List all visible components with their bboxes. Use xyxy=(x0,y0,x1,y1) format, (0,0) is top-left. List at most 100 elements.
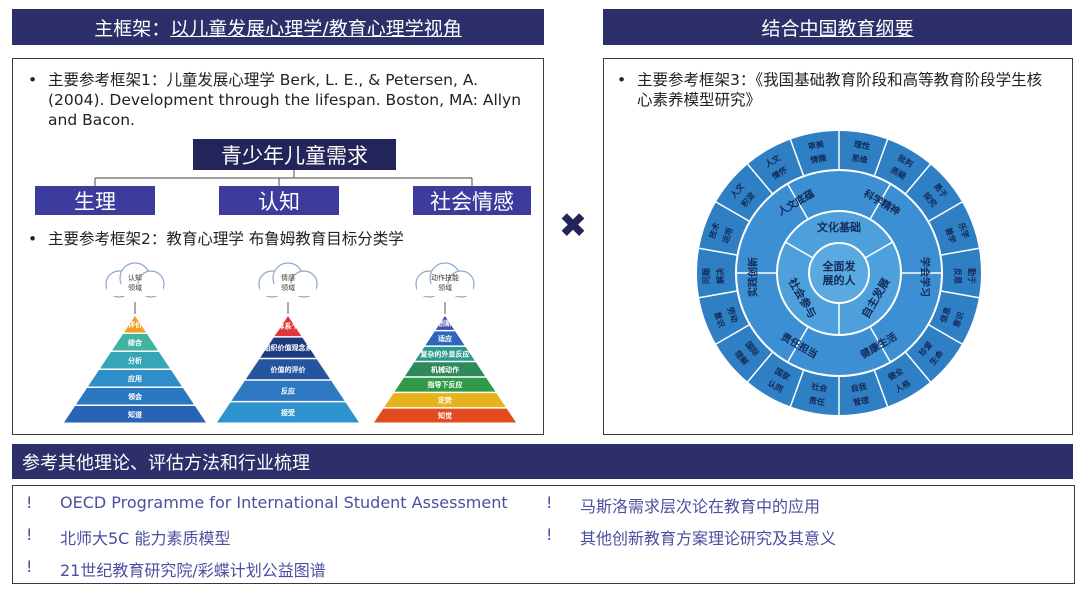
pyramid-level xyxy=(404,362,486,377)
pyramid-level-label: 领会 xyxy=(128,392,143,401)
pyramid-level-label: 评价 xyxy=(128,321,143,329)
pyramid-level xyxy=(64,406,206,423)
bottom-header-title: 参考其他理论、评估方法和行业梳理 xyxy=(22,452,310,474)
wheel-point-label: 自我 xyxy=(850,381,867,394)
pyramid-level-label: 适应 xyxy=(438,334,452,343)
pyramid-level xyxy=(88,370,182,387)
wheel-point-label: 审美 xyxy=(807,139,825,152)
pyramid-level xyxy=(260,337,316,358)
reference-item-bnu-5c: ! 北师大5C 能力素质模型 xyxy=(26,525,230,548)
pyramid-level xyxy=(245,359,331,380)
pyramid-level xyxy=(217,402,359,423)
pyramid-level xyxy=(374,408,516,423)
pyramid-level-label: 接受 xyxy=(281,408,295,417)
reference-3: • 主要参考框架3：《我国基础教育阶段和高等教育阶段学生核心素养模型研究》 xyxy=(617,70,1057,110)
bottom-section-header: 参考其他理论、评估方法和行业梳理 xyxy=(12,444,1073,479)
exclamation-icon: ! xyxy=(26,525,33,544)
reference-item-text: OECD Programme for International Student… xyxy=(60,493,508,512)
pyramid-level-label: 反应 xyxy=(281,386,295,395)
wheel-point-label: 理性 xyxy=(853,139,870,152)
wheel-basic-label: 文化基础 xyxy=(817,220,861,234)
pyramid-level xyxy=(112,334,158,351)
cloud-label: 领域 xyxy=(128,283,142,292)
reference-item-text: 北师大5C 能力素质模型 xyxy=(60,529,231,548)
exclamation-icon: ! xyxy=(26,493,33,512)
pyramid-level xyxy=(435,316,455,330)
bloom-taxonomy-pyramids: 认知领域评价综合分析应用领会知道情感领域价值体系个性化组织价值观念系价值的评价反… xyxy=(64,262,516,423)
reference-1: • 主要参考框架1：儿童发展心理学 Berk, L. E., & Peterse… xyxy=(28,70,528,130)
left-header-title: 以儿童发展心理学/教育心理学视角 xyxy=(170,17,462,40)
pyramid-level-label: 组织价值观念系 xyxy=(264,343,313,352)
reference-2: • 主要参考框架2：教育心理学 布鲁姆教育目标分类学 xyxy=(28,229,528,249)
wheel-ring xyxy=(808,242,870,304)
core-competency-wheel: 全面发展的人文化基础自主发展社会参与人文底蕴科学精神学会学习健康生活责任担当实践… xyxy=(695,129,983,417)
pyramid-level-label: 应用 xyxy=(128,374,142,383)
pyramid-level-label: 知觉 xyxy=(437,411,452,420)
cloud-label: 领域 xyxy=(438,283,452,292)
cloud-label: 动作技能 xyxy=(431,273,459,282)
wheel-point-label: 社会 xyxy=(810,381,828,394)
bullet-icon: • xyxy=(28,71,38,89)
pyramid-level xyxy=(384,393,506,408)
needs-title: 青少年儿童需求 xyxy=(221,143,368,168)
reference-item-oecd: ! OECD Programme for International Stude… xyxy=(26,493,508,512)
cloud-label: 情感 xyxy=(281,273,295,282)
pyramid-level xyxy=(274,316,302,337)
left-section-header: 主框架： 以儿童发展心理学/教育心理学视角 xyxy=(12,9,544,45)
pyramid-level-label: 价值体系个性化 xyxy=(264,322,313,331)
need-label: 社会情感 xyxy=(430,189,514,214)
pyramid-level xyxy=(394,377,496,392)
pyramid-level-label: 创新 xyxy=(437,318,452,327)
wheel-point-label: 管理 xyxy=(852,395,869,408)
pyramid-level-label: 机械动作 xyxy=(431,365,459,374)
reference-item-maslow: ! 马斯洛需求层次论在教育中的应用 xyxy=(546,493,820,516)
cloud-label: 领域 xyxy=(281,283,295,292)
need-social-emotional: 社会情感 xyxy=(413,186,531,215)
reference-item-text: 其他创新教育方案理论研究及其意义 xyxy=(580,529,837,548)
pyramid-level-label: 分析 xyxy=(128,356,142,365)
right-header-title: 中国教育纲要 xyxy=(799,17,914,40)
reference-item-text: 21世纪教育研究院/彩蝶计划公益图谱 xyxy=(60,561,326,580)
bottom-panel xyxy=(12,485,1075,584)
reference-3-text: 主要参考框架3：《我国基础教育阶段和高等教育阶段学生核心素养模型研究》 xyxy=(637,71,1043,109)
exclamation-icon: ! xyxy=(546,525,553,544)
pyramid-level xyxy=(425,331,465,346)
cloud-label: 认知 xyxy=(128,273,142,282)
bullet-icon: • xyxy=(617,71,627,89)
reference-item-innovation: ! 其他创新教育方案理论研究及其意义 xyxy=(546,525,836,548)
reference-1-text: 主要参考框架1：儿童发展心理学 Berk, L. E., & Petersen,… xyxy=(48,71,522,129)
left-header-prefix: 主框架： xyxy=(94,17,171,40)
wheel-point-label: 反思 xyxy=(953,268,963,284)
need-cognitive: 认知 xyxy=(219,186,339,215)
reference-2-text: 主要参考框架2：教育心理学 布鲁姆教育目标分类学 xyxy=(48,230,404,248)
wheel-point-label: 问题 xyxy=(701,267,711,284)
exclamation-icon: ! xyxy=(546,493,553,512)
times-icon: ✖ xyxy=(558,206,588,246)
reference-item-21st-century: ! 21世纪教育研究院/彩蝶计划公益图谱 xyxy=(26,557,326,580)
wheel-quality-label: 学会学习 xyxy=(919,257,932,297)
pyramid-level xyxy=(231,380,345,401)
needs-title-box: 青少年儿童需求 xyxy=(193,139,396,170)
need-label: 认知 xyxy=(258,189,300,214)
wheel-point-label: 情趣 xyxy=(809,152,828,165)
pyramid-level xyxy=(415,346,475,361)
wheel-point-label: 解决 xyxy=(715,267,725,284)
wheel-quality-label: 实践创新 xyxy=(747,257,760,297)
pyramid-level xyxy=(124,316,146,333)
pyramid-level-label: 指导下反应 xyxy=(428,380,463,389)
pyramid-level xyxy=(100,352,170,369)
exclamation-icon: ! xyxy=(26,557,33,576)
wheel-point-label: 思维 xyxy=(851,152,868,165)
need-physiological: 生理 xyxy=(35,186,155,215)
wheel-center-label: 展的人 xyxy=(822,273,857,287)
pyramid-level-label: 综合 xyxy=(128,338,143,347)
pyramid-level-label: 知道 xyxy=(127,410,142,419)
pyramid-level-label: 价值的评价 xyxy=(271,365,307,374)
bullet-icon: • xyxy=(28,230,38,248)
